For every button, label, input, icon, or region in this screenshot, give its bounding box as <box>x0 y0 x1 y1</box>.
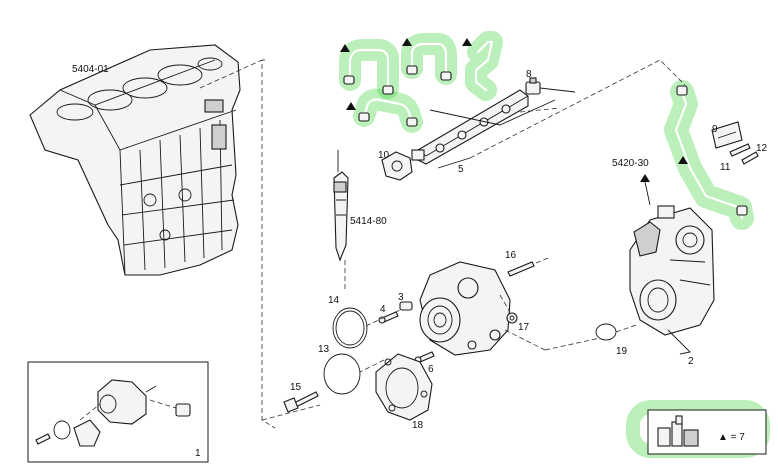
label-block: 5404-01 <box>72 64 109 75</box>
label-pump-ref: 5420-30 <box>612 158 649 169</box>
fuel-rail <box>411 89 529 165</box>
label-9: 9 <box>712 124 718 135</box>
hp-pipe <box>674 85 748 220</box>
label-19: 19 <box>616 346 628 357</box>
label-1: 1 <box>195 448 201 459</box>
label-11: 11 <box>720 162 731 173</box>
label-6: 6 <box>428 364 434 375</box>
engine-block <box>29 44 241 276</box>
dowel-3 <box>399 301 413 311</box>
high-pressure-pump <box>629 205 715 336</box>
label-10: 10 <box>378 150 390 161</box>
label-2: 2 <box>688 356 694 367</box>
fuel-pipes <box>340 38 494 127</box>
inset-box-1 <box>27 361 209 463</box>
label-3: 3 <box>398 292 404 303</box>
label-16: 16 <box>505 250 517 261</box>
cover-plate-18 <box>375 353 433 421</box>
bolt-15 <box>283 391 319 413</box>
legend-text: ▲ = 7 <box>718 432 745 443</box>
bolt-4 <box>378 311 399 324</box>
pipe-clamp <box>711 121 743 149</box>
legend-box: ▲ = 7 <box>647 409 767 455</box>
label-4: 4 <box>380 304 386 315</box>
label-14: 14 <box>328 295 340 306</box>
injector <box>333 150 349 262</box>
stud-16 <box>507 261 535 277</box>
vacuum-pump <box>419 261 511 356</box>
o-ring-19 <box>595 323 617 341</box>
label-17: 17 <box>518 322 530 333</box>
nut-17 <box>506 312 518 324</box>
label-18: 18 <box>412 420 424 431</box>
label-5: 5 <box>458 164 464 175</box>
o-ring-13 <box>323 353 361 395</box>
pressure-sensor <box>525 77 541 95</box>
clamp-bolts <box>729 143 759 165</box>
tool-icon <box>657 415 699 447</box>
label-injector: 5414-80 <box>350 216 387 227</box>
label-15: 15 <box>290 382 302 393</box>
pressure-regulator <box>381 151 413 181</box>
gasket-14 <box>332 307 368 349</box>
label-13: 13 <box>318 344 330 355</box>
label-8: 8 <box>526 69 532 80</box>
label-12: 12 <box>756 143 768 154</box>
